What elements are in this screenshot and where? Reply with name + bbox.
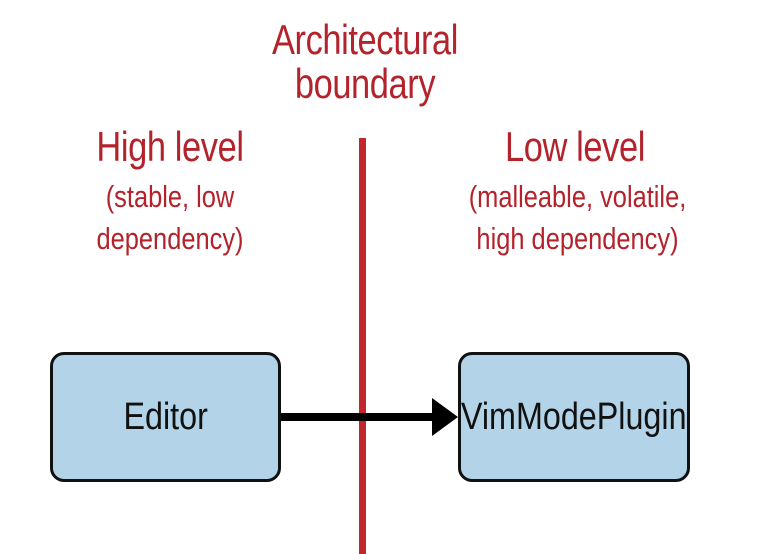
- boundary-title-line-2: boundary: [294, 60, 436, 107]
- boundary-title: Architectural boundary: [230, 18, 501, 106]
- boundary-title-line-1: Architectural: [271, 16, 459, 63]
- low-level-subtitle-line-1: (malleable, volatile,: [468, 179, 687, 214]
- low-level-title: Low level: [505, 123, 645, 170]
- editor-node: Editor: [50, 352, 281, 482]
- vim-mode-plugin-node-label: VimModePlugin: [461, 395, 687, 438]
- architectural-boundary-line: [359, 138, 366, 554]
- low-level-subtitle-line-2: high dependency): [476, 221, 679, 256]
- dependency-arrowhead: [432, 398, 458, 436]
- low-level-subtitle: (malleable, volatile, high dependency): [436, 176, 719, 260]
- vim-mode-plugin-node: VimModePlugin: [458, 352, 690, 482]
- editor-node-label: Editor: [123, 395, 208, 438]
- high-level-subtitle: (stable, low dependency): [39, 176, 301, 260]
- high-level-subtitle-line-1: (stable, low: [105, 179, 235, 214]
- high-level-title: High level: [96, 123, 244, 170]
- high-level-subtitle-line-2: dependency): [96, 221, 244, 256]
